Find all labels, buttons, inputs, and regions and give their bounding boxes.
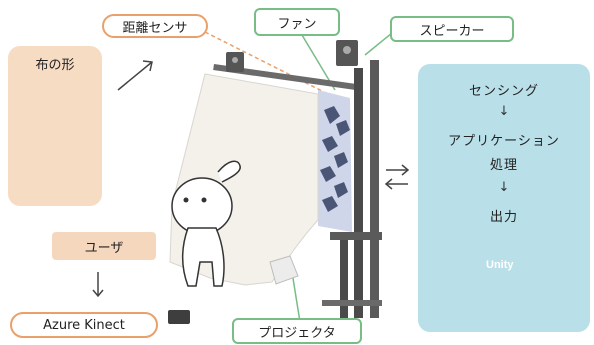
flow-sensing: センシング [468, 84, 539, 99]
distance-sensor-label: 距離センサ [102, 14, 208, 38]
cloth-shape-panel: 布の形 [8, 46, 102, 206]
speaker-leader-line [364, 32, 393, 56]
user-character [171, 160, 241, 287]
fan-label: ファン [254, 8, 340, 36]
flow-processing: 処理 [489, 158, 518, 173]
flow-arrow-1: ↓ [498, 104, 510, 119]
processing-flow-panel [418, 64, 590, 332]
bidirectional-arrows [384, 164, 410, 190]
speaker-label: スピーカー [390, 16, 514, 42]
speaker-device [336, 40, 358, 66]
projector-device [269, 255, 299, 285]
user-label: ユーザ [52, 232, 156, 260]
user-to-kinect-arrow [92, 272, 104, 298]
fan-panel [318, 90, 352, 232]
flow-application: アプリケーション [448, 134, 560, 149]
azure-kinect-device [168, 310, 190, 324]
projector-leader-line [291, 271, 301, 323]
distance-sensor-device [226, 52, 244, 72]
flow-arrow-2: ↓ [498, 180, 510, 195]
azure-kinect-label: Azure Kinect [10, 312, 158, 338]
distance-sensor-leader-line [204, 31, 331, 96]
cloth-shape-arrow [117, 60, 153, 91]
unity-logo-text: Unity [486, 259, 514, 271]
projector-label: プロジェクタ [232, 318, 362, 344]
frame-structure [213, 60, 382, 318]
flow-output: 出力 [489, 210, 518, 225]
cloth-shape-title: 布の形 [35, 58, 75, 73]
